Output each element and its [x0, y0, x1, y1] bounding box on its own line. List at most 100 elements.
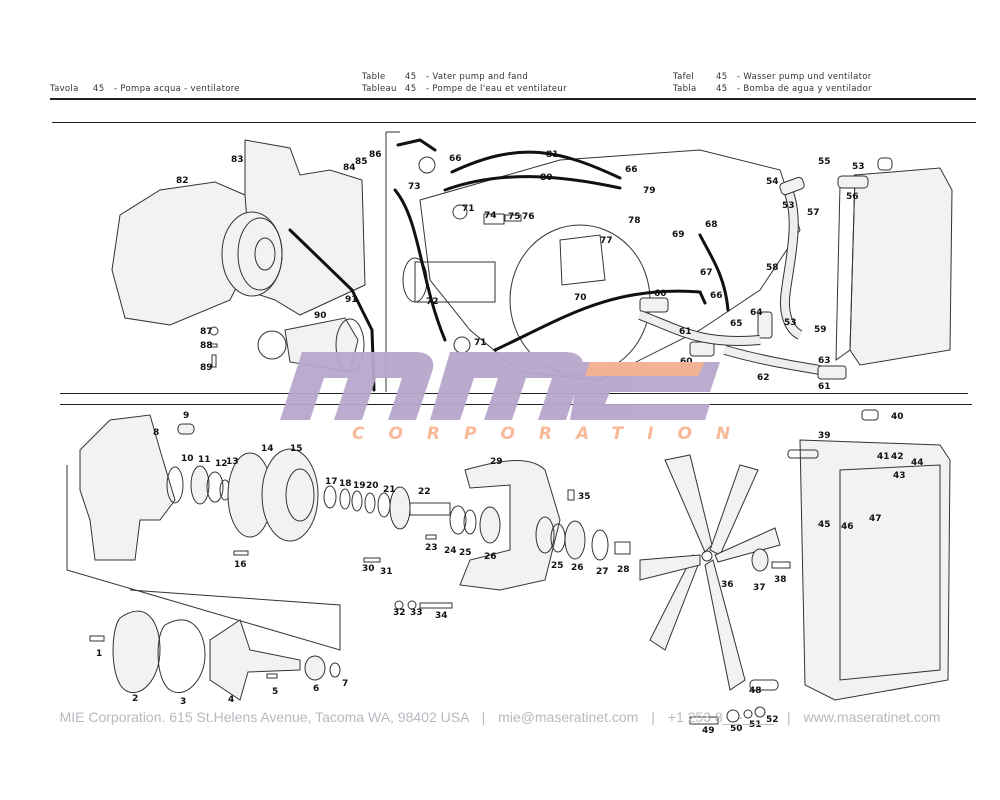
svg-text:39: 39 — [818, 431, 831, 441]
svg-text:51: 51 — [749, 720, 762, 730]
svg-text:71: 71 — [474, 338, 487, 348]
svg-text:17: 17 — [325, 477, 338, 487]
svg-text:65: 65 — [730, 319, 743, 329]
header-number: 45 — [405, 72, 417, 82]
svg-text:79: 79 — [643, 186, 656, 196]
svg-text:86: 86 — [369, 150, 382, 160]
svg-text:4: 4 — [228, 695, 234, 705]
radiator-hoses-assembly — [638, 157, 953, 380]
svg-text:36: 36 — [721, 580, 734, 590]
svg-text:90: 90 — [314, 311, 327, 321]
svg-text:12: 12 — [215, 459, 228, 469]
corporation-watermark: CORPORATION — [352, 424, 755, 444]
svg-text:54: 54 — [766, 177, 779, 187]
svg-text:28: 28 — [617, 565, 630, 575]
svg-text:38: 38 — [774, 575, 787, 585]
water-pump-exploded — [66, 409, 951, 725]
svg-text:29: 29 — [490, 457, 503, 467]
svg-text:53: 53 — [784, 318, 797, 328]
svg-text:16: 16 — [234, 560, 247, 570]
svg-text:40: 40 — [891, 412, 904, 422]
engine-hoses-assembly — [393, 138, 801, 381]
header-number: 45 — [93, 84, 105, 94]
svg-text:63: 63 — [818, 356, 831, 366]
svg-text:7: 7 — [342, 679, 348, 689]
svg-text:66: 66 — [625, 165, 638, 175]
svg-text:89: 89 — [200, 363, 213, 373]
svg-text:30: 30 — [362, 564, 375, 574]
svg-text:55: 55 — [818, 157, 831, 167]
footer: MIE Corporation. 615 St.Helens Avenue, T… — [0, 709, 1000, 725]
fan-blades — [639, 454, 781, 691]
svg-text:66: 66 — [449, 154, 462, 164]
svg-text:46: 46 — [841, 522, 854, 532]
svg-text:53: 53 — [782, 201, 795, 211]
svg-text:3: 3 — [180, 697, 186, 707]
svg-text:25: 25 — [551, 561, 564, 571]
svg-text:87: 87 — [200, 327, 213, 337]
svg-text:82: 82 — [176, 176, 189, 186]
header-title: - Wasser pump und ventilator — [737, 72, 872, 82]
svg-text:91: 91 — [345, 295, 358, 305]
svg-text:81: 81 — [546, 150, 559, 160]
svg-text:35: 35 — [578, 492, 591, 502]
svg-text:83: 83 — [231, 155, 244, 165]
header-word: Table — [362, 72, 386, 82]
svg-text:14: 14 — [261, 444, 274, 454]
svg-text:24: 24 — [444, 546, 457, 556]
footer-separator: | — [481, 709, 486, 725]
header-word: Tavola — [50, 84, 79, 94]
mie-logo-watermark — [280, 352, 720, 420]
svg-text:9: 9 — [183, 411, 189, 421]
header-english: Table 45 - Vater pump and fand — [362, 72, 528, 82]
svg-text:75: 75 — [508, 212, 521, 222]
svg-text:18: 18 — [339, 479, 352, 489]
svg-text:58: 58 — [766, 263, 779, 273]
svg-text:10: 10 — [181, 454, 194, 464]
svg-text:64: 64 — [750, 308, 763, 318]
svg-text:1: 1 — [96, 649, 102, 659]
header-french: Tableau 45 - Pompe de l'eau et ventilate… — [362, 84, 567, 94]
header-word: Tafel — [673, 72, 695, 82]
svg-text:62: 62 — [757, 373, 770, 383]
svg-text:53: 53 — [852, 162, 865, 172]
svg-text:67: 67 — [700, 268, 713, 278]
svg-text:33: 33 — [410, 608, 423, 618]
svg-text:77: 77 — [600, 236, 613, 246]
svg-text:47: 47 — [869, 514, 882, 524]
svg-text:44: 44 — [911, 458, 924, 468]
svg-text:84: 84 — [343, 163, 356, 173]
header-number: 45 — [405, 84, 417, 94]
svg-text:11: 11 — [198, 455, 211, 465]
footer-email-link[interactable]: mie@maseratinet.com — [498, 709, 639, 725]
svg-text:34: 34 — [435, 611, 448, 621]
svg-text:66: 66 — [710, 291, 723, 301]
header-word: Tableau — [362, 84, 397, 94]
top-panel-divider — [52, 122, 976, 123]
footer-company-address: MIE Corporation. 615 St.Helens Avenue, T… — [59, 709, 469, 725]
svg-text:88: 88 — [200, 341, 213, 351]
svg-text:70: 70 — [574, 293, 587, 303]
svg-text:85: 85 — [355, 157, 368, 167]
svg-text:72: 72 — [426, 297, 439, 307]
svg-text:52: 52 — [766, 715, 779, 725]
svg-text:8: 8 — [153, 428, 159, 438]
svg-text:73: 73 — [408, 182, 421, 192]
svg-text:2: 2 — [132, 694, 138, 704]
svg-text:68: 68 — [705, 220, 718, 230]
svg-text:23: 23 — [425, 543, 438, 553]
svg-text:22: 22 — [418, 487, 431, 497]
svg-text:61: 61 — [818, 382, 831, 392]
svg-text:56: 56 — [846, 192, 859, 202]
svg-text:25: 25 — [459, 548, 472, 558]
header-word: Tabla — [673, 84, 697, 94]
footer-website-link[interactable]: www.maseratinet.com — [803, 709, 941, 725]
svg-text:69: 69 — [672, 230, 685, 240]
header-title: - Vater pump and fand — [426, 72, 529, 82]
svg-text:15: 15 — [290, 444, 303, 454]
svg-text:31: 31 — [380, 567, 393, 577]
svg-text:26: 26 — [571, 563, 584, 573]
svg-text:37: 37 — [753, 583, 766, 593]
svg-text:50: 50 — [730, 724, 743, 734]
